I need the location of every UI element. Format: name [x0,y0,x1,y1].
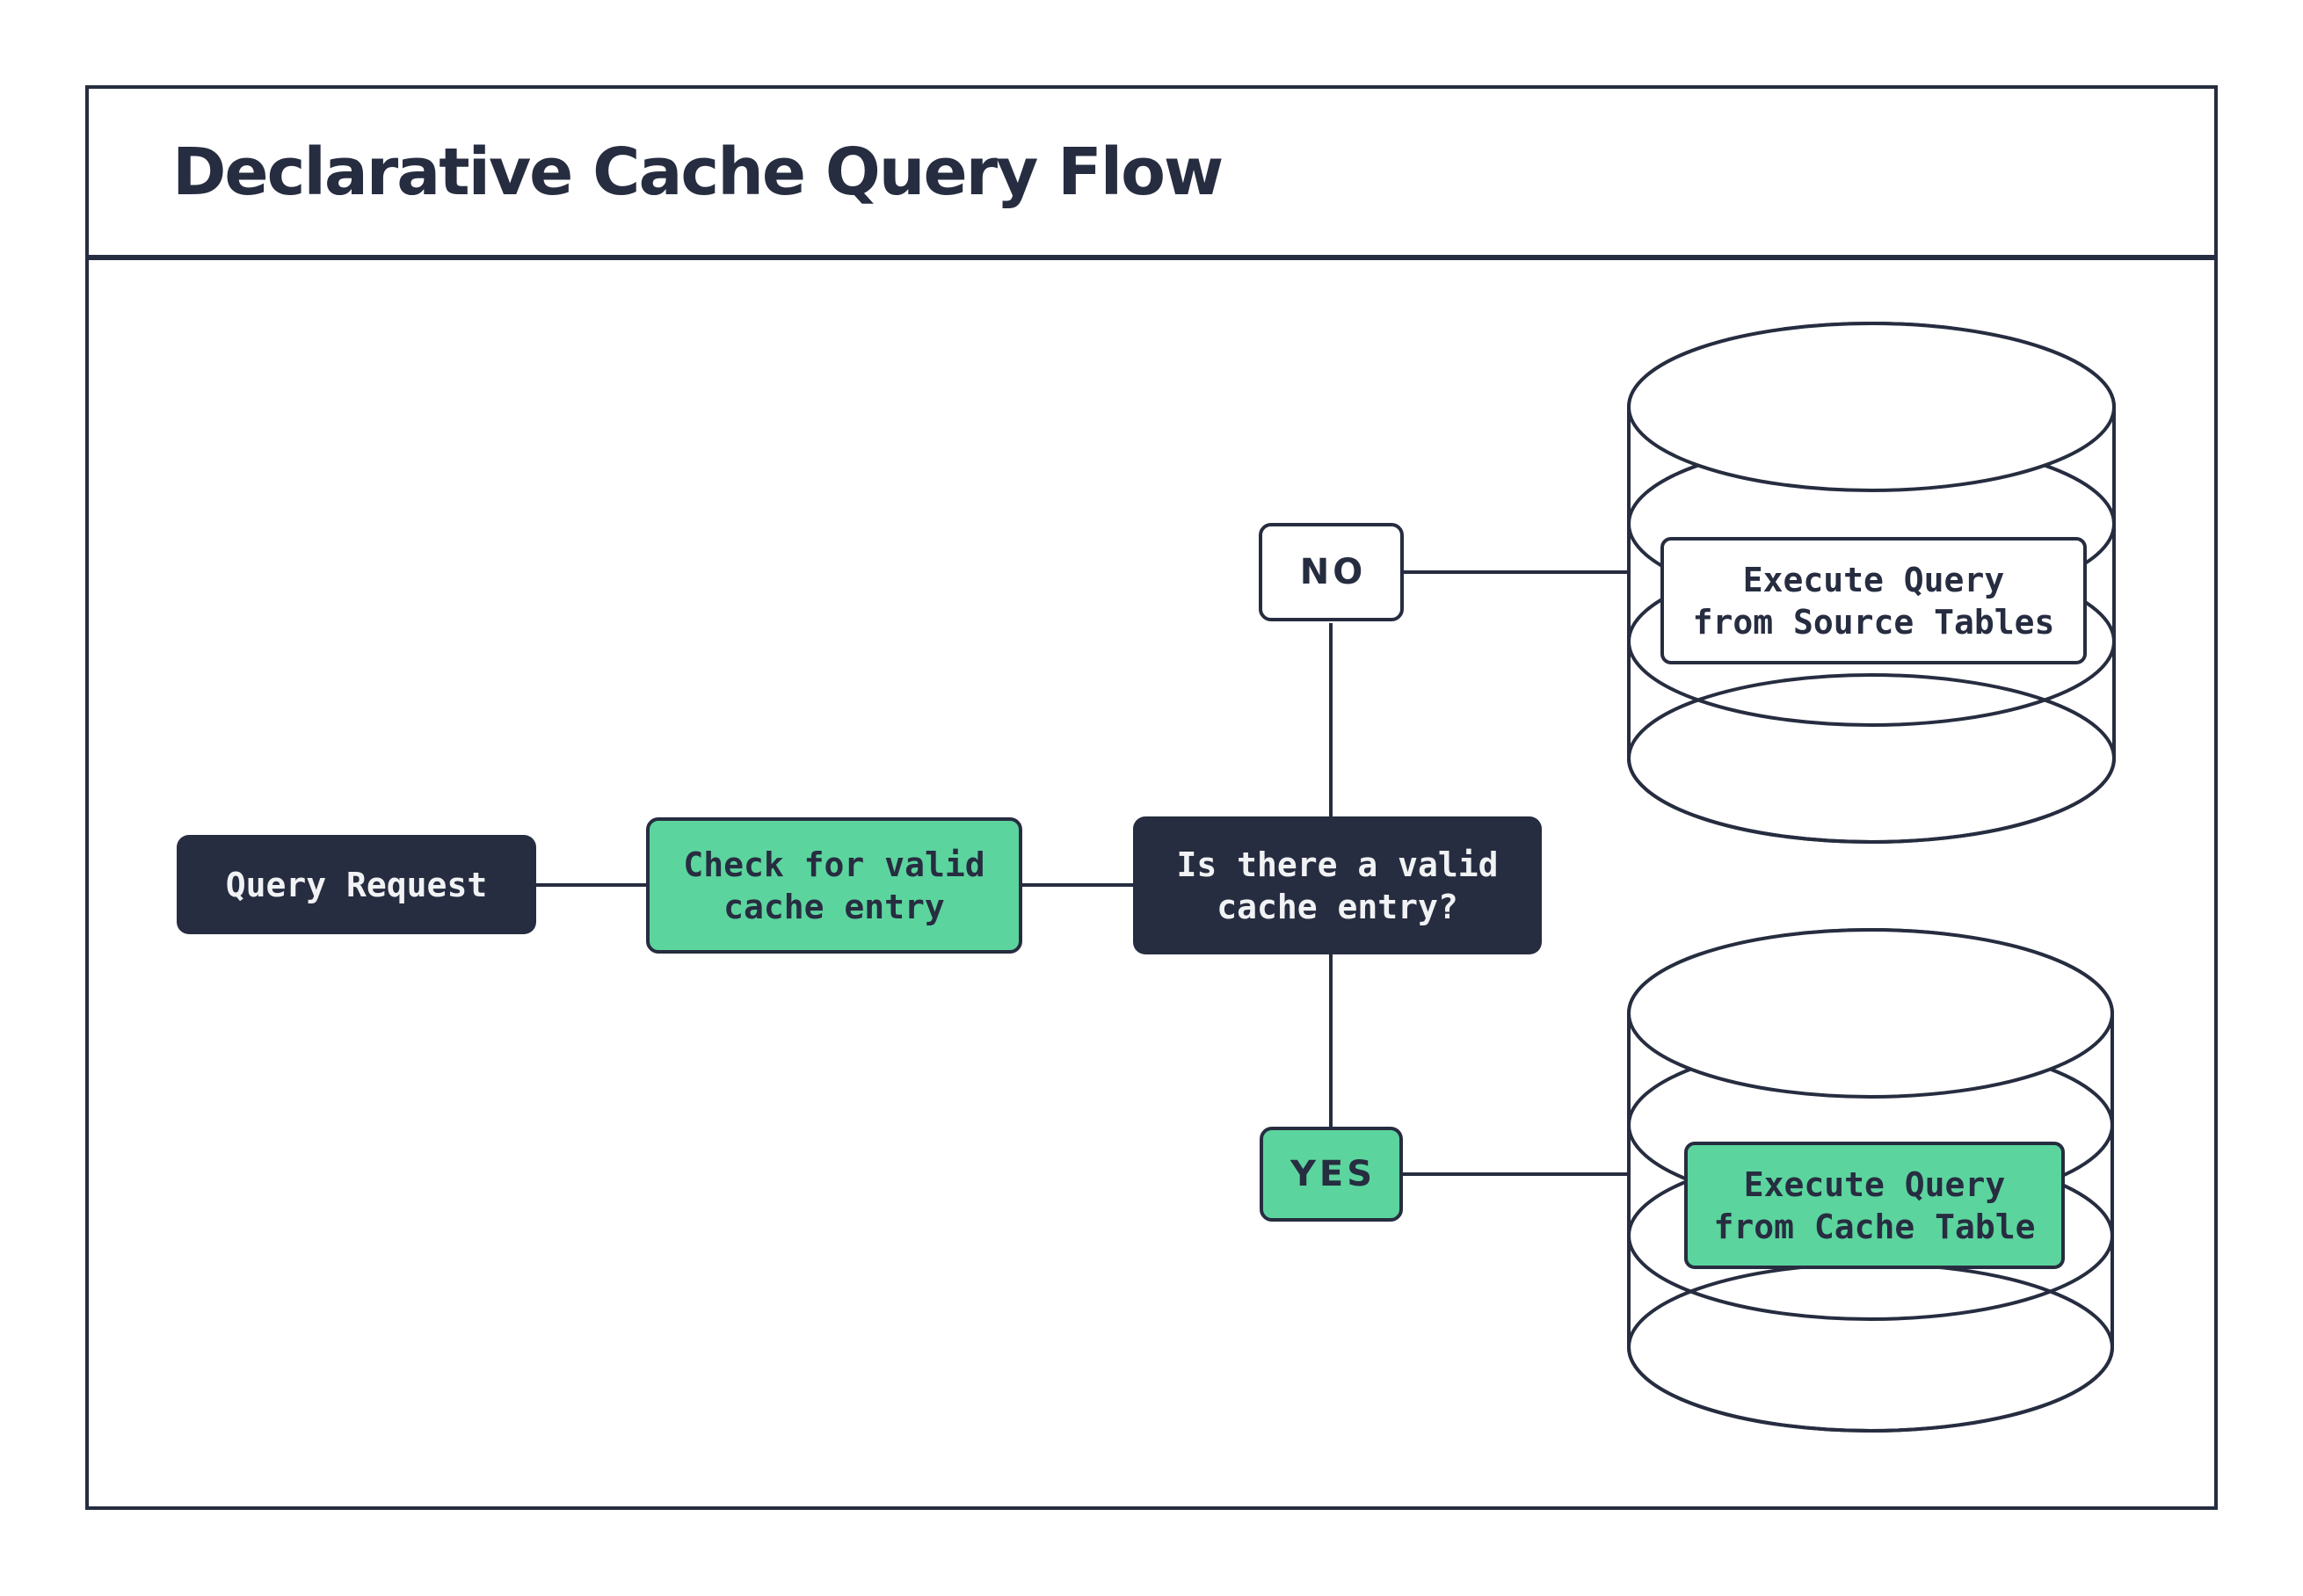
node-yes-label: YES [1290,1154,1377,1194]
node-execute-source-line2: from Source Tables [1692,602,2055,642]
node-execute-cache-table: Execute Query from Cache Table [1684,1142,2065,1269]
node-check-cache: Check for valid cache entry [646,817,1022,954]
node-query-request: Query Request [177,835,536,934]
node-execute-source-line1: Execute Query [1742,560,2005,599]
node-no-label: NO [1299,552,1367,592]
node-check-cache-line1: Check for valid [683,845,985,884]
node-query-request-label: Query Request [225,865,488,904]
node-yes-branch: YES [1260,1127,1403,1222]
node-execute-cache-line2: from Cache Table [1713,1207,2036,1246]
node-no-branch: NO [1259,523,1404,621]
node-execute-cache-line1: Execute Query [1743,1164,2006,1204]
node-check-cache-line2: cache entry [723,887,945,926]
node-decision-line1: Is there a valid [1176,845,1499,884]
title-bar: Declarative Cache Query Flow [89,89,2214,260]
node-decision-valid-cache: Is there a valid cache entry? [1133,816,1542,954]
node-decision-line2: cache entry? [1217,887,1458,926]
diagram-frame: Declarative Cache Query Flow [85,85,2218,1510]
page-title: Declarative Cache Query Flow [172,134,1224,210]
node-execute-source-tables: Execute Query from Source Tables [1660,537,2087,664]
